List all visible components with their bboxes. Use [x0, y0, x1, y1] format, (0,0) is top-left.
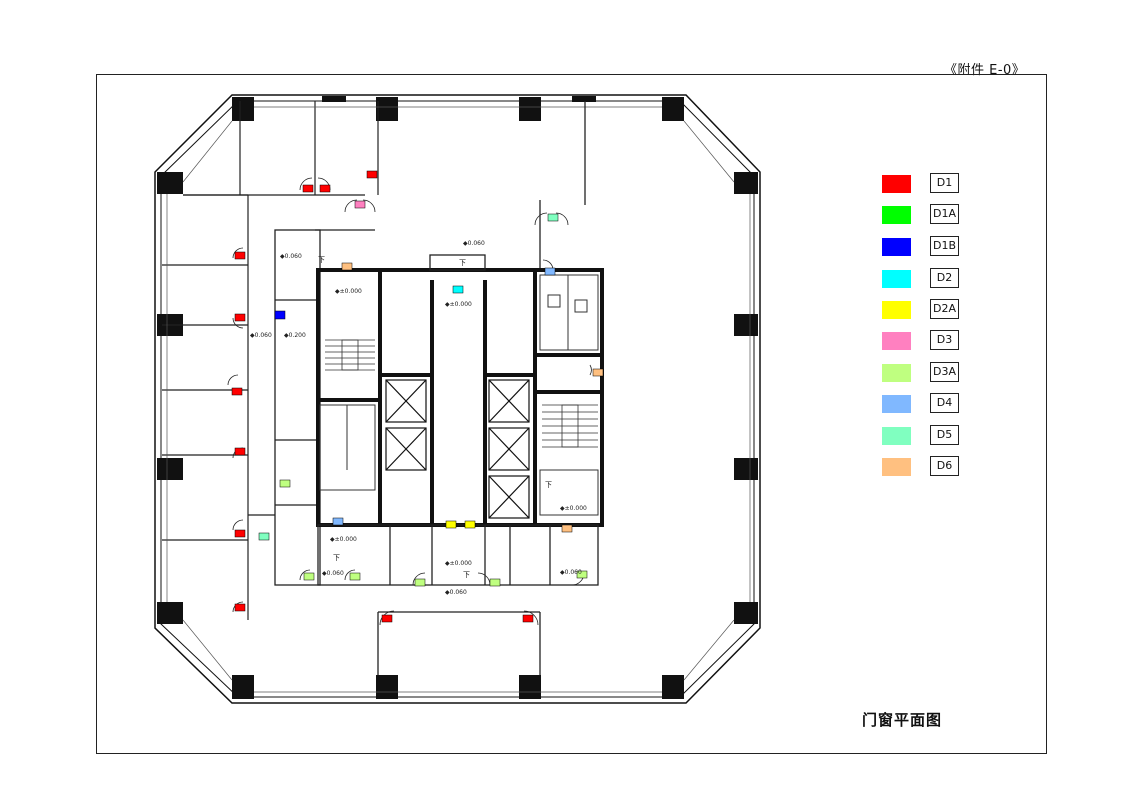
svg-text:◆0.060: ◆0.060	[463, 240, 485, 247]
legend-item-d3a: D3A	[882, 362, 972, 382]
svg-text:◆0.060: ◆0.060	[560, 569, 582, 576]
legend-swatch	[882, 270, 911, 288]
legend-code: D1	[930, 173, 959, 193]
legend-item-d1b: D1B	[882, 236, 972, 256]
building-outline-inner	[160, 100, 755, 698]
door-tag-d1	[302, 184, 314, 193]
left-offices	[162, 101, 379, 620]
door-tag-d1	[366, 170, 378, 179]
svg-text:◆0.060: ◆0.060	[445, 589, 467, 596]
svg-text:◆±0.000: ◆±0.000	[335, 288, 362, 295]
door-tags	[231, 170, 604, 623]
legend-item-d5: D5	[882, 425, 972, 445]
door-tag-d1	[234, 603, 246, 612]
legend-item-d3: D3	[882, 330, 972, 350]
elevators	[385, 379, 530, 519]
legend-swatch	[882, 364, 911, 382]
door-tag-d1	[319, 184, 331, 193]
svg-text:下: 下	[463, 571, 470, 579]
door-tag-d2a	[445, 520, 457, 529]
door-tag-d4	[544, 267, 556, 276]
svg-text:下: 下	[333, 554, 340, 562]
legend-item-d1a: D1A	[882, 204, 972, 224]
door-tag-d6	[561, 524, 573, 533]
door-tag-d1b	[274, 310, 286, 320]
legend-swatch	[882, 301, 911, 319]
door-tag-d6	[341, 262, 353, 271]
legend-swatch	[882, 332, 911, 350]
door-tag-d3a	[489, 578, 501, 587]
door-tag-d1	[234, 529, 246, 538]
door-tag-d1	[522, 614, 534, 623]
svg-text:◆0.060: ◆0.060	[322, 570, 344, 577]
door-swings	[227, 177, 592, 626]
legend-code: D3A	[930, 362, 959, 382]
door-tag-d1	[234, 251, 246, 260]
door-tag-d3a	[279, 479, 291, 488]
door-tag-d1	[234, 313, 246, 322]
svg-text:◆0.060: ◆0.060	[250, 332, 272, 339]
legend-item-d4: D4	[882, 393, 972, 413]
door-tag-d3a	[414, 578, 426, 587]
legend-item-d1: D1	[882, 173, 972, 193]
legend-code: D1B	[930, 236, 959, 256]
door-tag-d3a	[349, 572, 361, 581]
legend-code: D4	[930, 393, 959, 413]
level-markers: ◆0.060 ◆0.060 ◆±0.000 ◆±0.000 ◆0.060 ◆0.…	[250, 240, 587, 596]
door-tag-d4	[332, 517, 344, 526]
legend-swatch	[882, 206, 911, 224]
door-tag-d3a	[576, 570, 588, 579]
legend-code: D6	[930, 456, 959, 476]
svg-text:下: 下	[459, 259, 466, 267]
legend-swatch	[882, 175, 911, 193]
svg-text:下: 下	[318, 256, 325, 264]
svg-text:下: 下	[545, 481, 552, 489]
door-tag-d5	[547, 213, 559, 222]
svg-text:◆±0.000: ◆±0.000	[330, 536, 357, 543]
legend-code: D1A	[930, 204, 959, 224]
door-tag-d1	[381, 614, 393, 623]
legend-code: D5	[930, 425, 959, 445]
svg-text:◆±0.000: ◆±0.000	[445, 301, 472, 308]
bottom-meeting-room	[377, 611, 541, 675]
legend-swatch	[882, 238, 911, 256]
door-tag-d6	[592, 368, 604, 377]
legend-item-d2: D2	[882, 268, 972, 288]
legend-item-d6: D6	[882, 456, 972, 476]
legend-swatch	[882, 458, 911, 476]
legend-code: D2A	[930, 299, 959, 319]
door-tag-d5	[258, 532, 270, 541]
stairs	[325, 339, 598, 448]
legend-swatch	[882, 427, 911, 445]
drawing-frame	[96, 74, 1047, 754]
curtain-wall-lines	[166, 106, 751, 693]
building-outline-outer	[154, 94, 761, 704]
drawing-title: 门窗平面图	[862, 711, 943, 729]
columns	[157, 96, 758, 699]
legend-code: D2	[930, 268, 959, 288]
door-tag-d2a	[464, 520, 476, 529]
core-walls	[316, 268, 604, 527]
svg-text:◆0.060: ◆0.060	[280, 253, 302, 260]
service-rooms	[319, 274, 599, 516]
svg-text:◆0.200: ◆0.200	[284, 332, 306, 339]
door-tag-d3	[354, 200, 366, 209]
svg-text:◆±0.000: ◆±0.000	[560, 505, 587, 512]
legend-code: D3	[930, 330, 959, 350]
svg-text:◆±0.000: ◆±0.000	[445, 560, 472, 567]
door-tag-d3a	[303, 572, 315, 581]
legend-item-d2a: D2A	[882, 299, 972, 319]
door-tag-d2	[452, 285, 464, 294]
door-tag-d1	[231, 387, 243, 396]
legend-swatch	[882, 395, 911, 413]
door-tag-d1	[234, 447, 246, 456]
